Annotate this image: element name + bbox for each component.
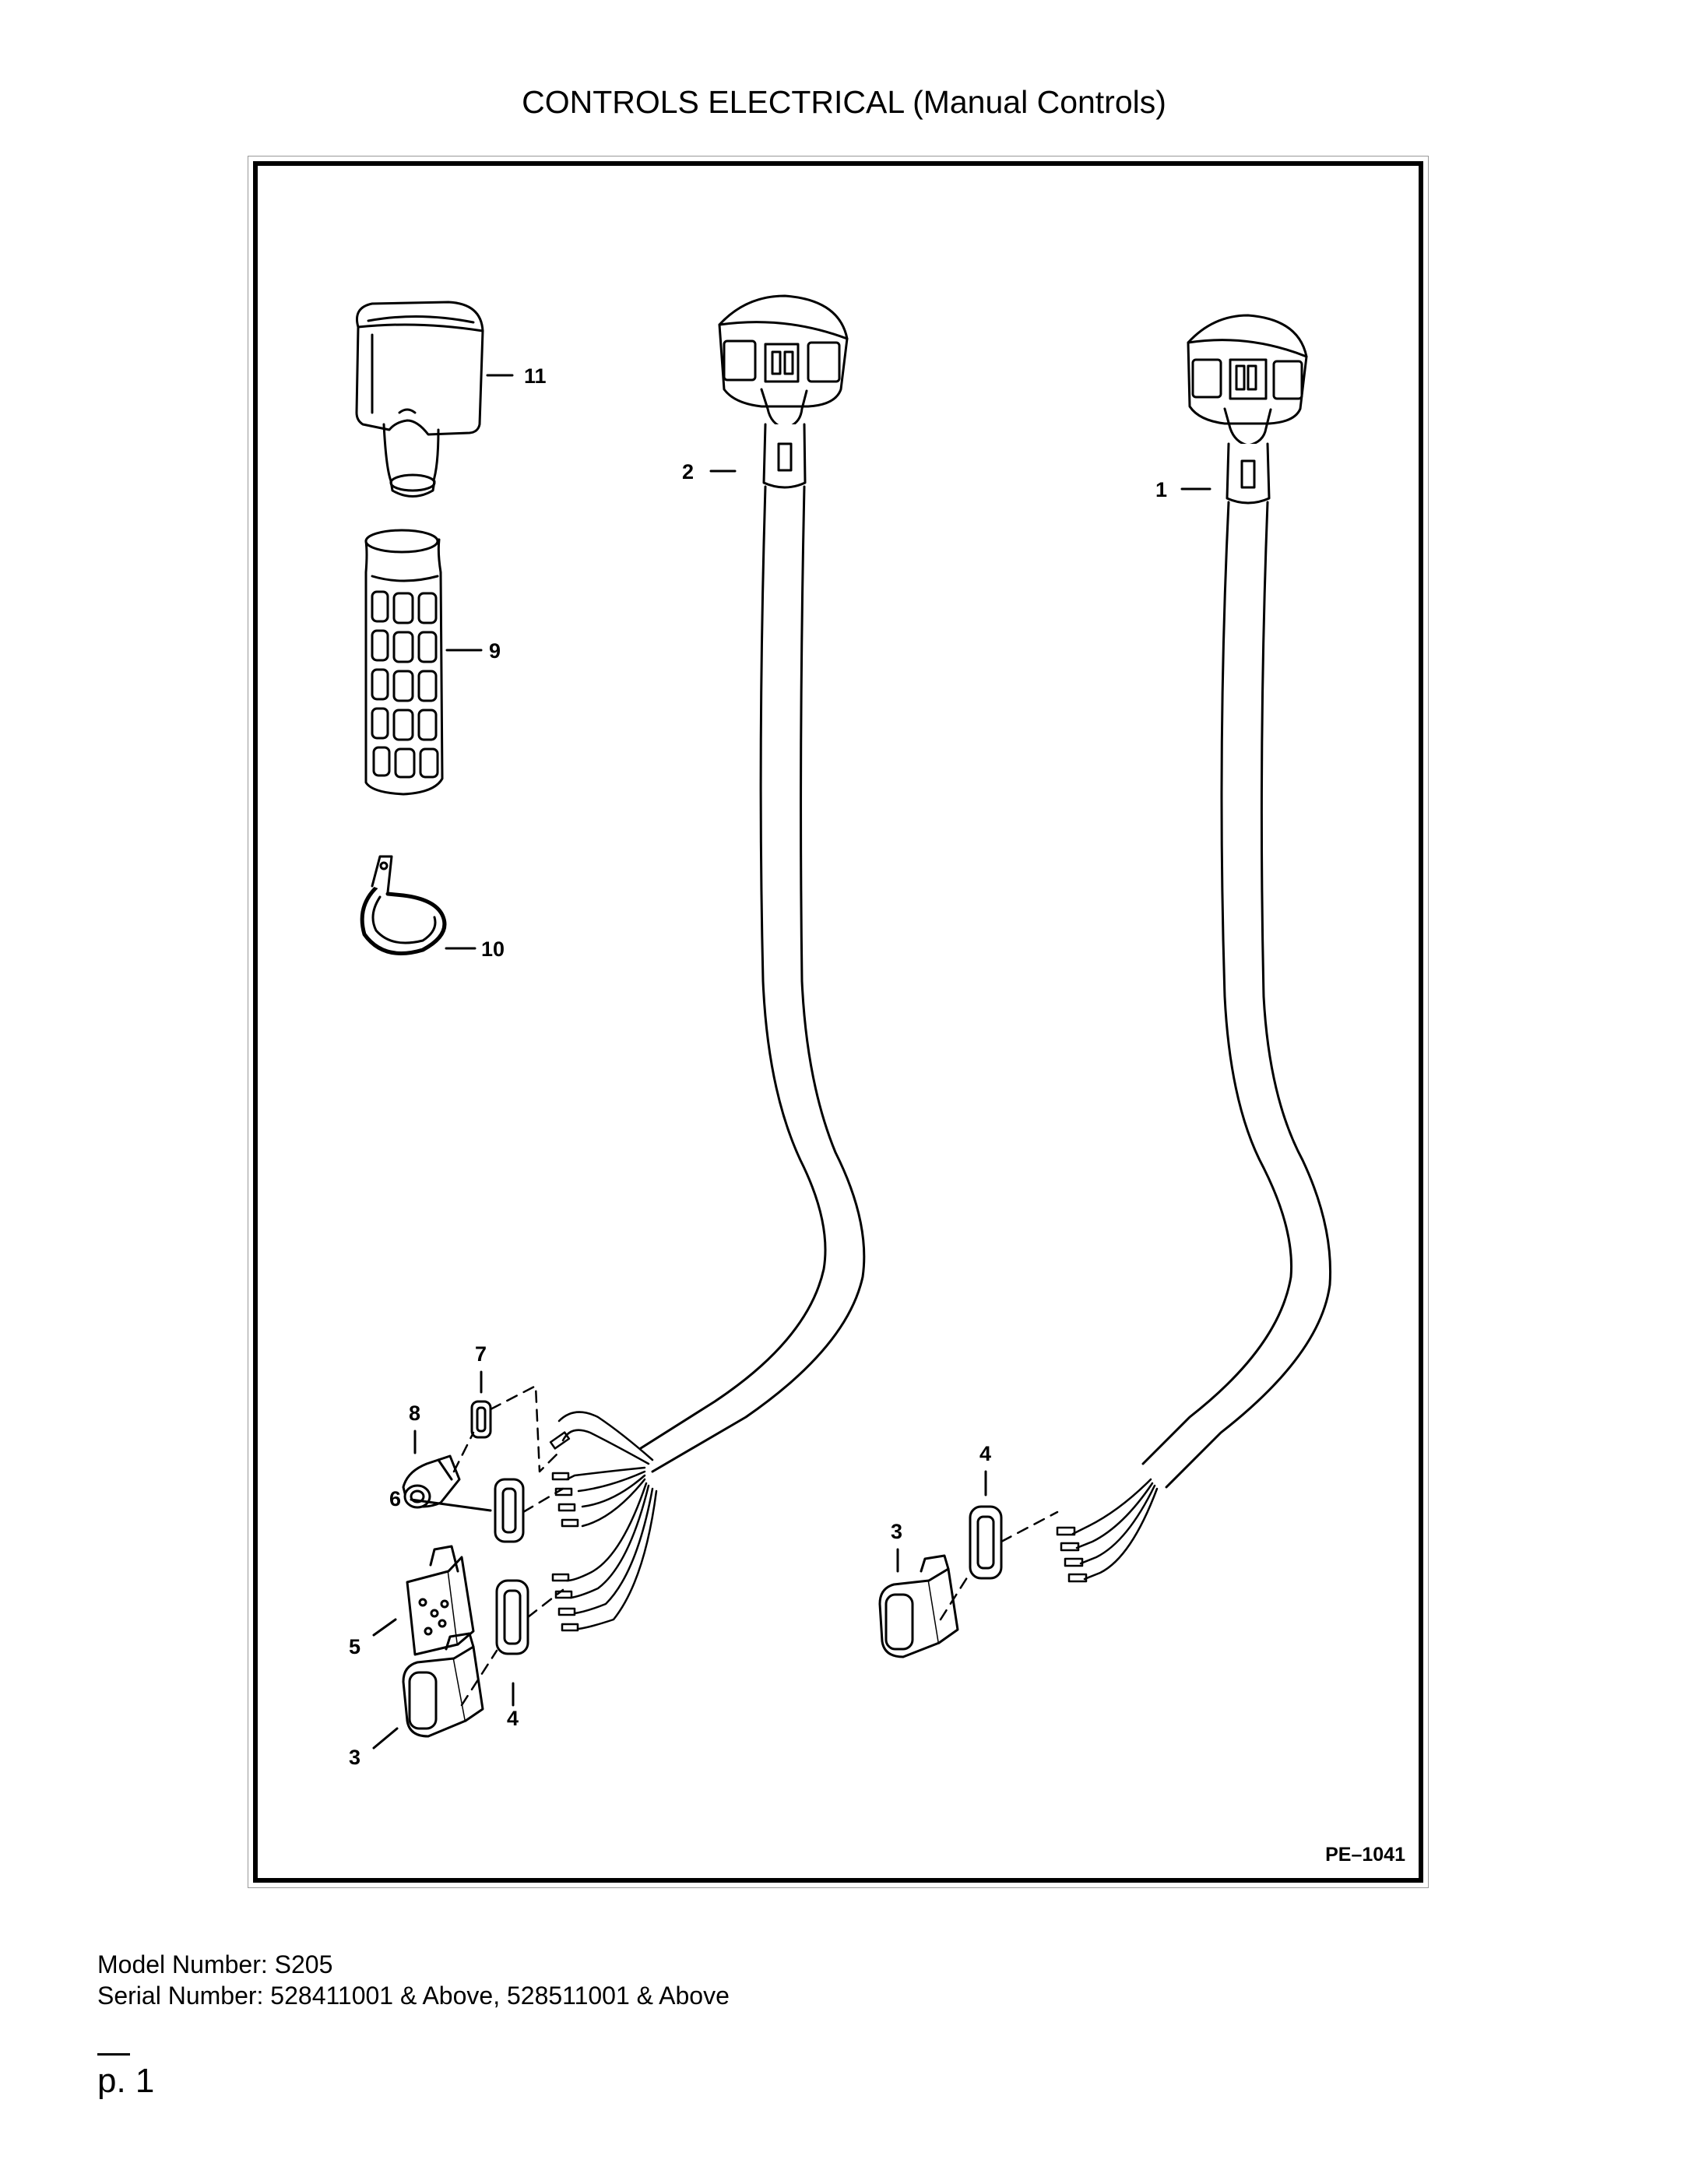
handle-cap-part: [355, 301, 484, 498]
parts-diagram: 11 2 1 9 10 7 8 6 5 4 3 4 3 PE–1041: [349, 294, 1405, 1866]
hand-grip-part: [364, 529, 444, 796]
callout-4-right: 4: [979, 1442, 991, 1465]
seal-part-4-left: [495, 1579, 529, 1655]
leader-lines: [372, 374, 1211, 1750]
left-cable: [639, 485, 866, 1473]
page-number: p. 1: [97, 2062, 155, 2100]
connector-part-5: [406, 1545, 475, 1656]
serial-number: Serial Number: 528411001 & Above, 528511…: [97, 1982, 730, 2010]
right-wire-harness: [1056, 1478, 1159, 1583]
connector-part-3-left: [402, 1632, 484, 1738]
right-switch-head: [1187, 314, 1308, 505]
left-wire-harness: [549, 1411, 658, 1632]
page-number-rule: [97, 2053, 130, 2056]
seal-part-4-right: [969, 1505, 1003, 1580]
figure-border: [253, 161, 1423, 1883]
seal-part-6: [494, 1478, 525, 1543]
callout-6: 6: [389, 1487, 401, 1511]
callout-11: 11: [524, 364, 547, 388]
right-cable: [1141, 501, 1332, 1489]
callout-8: 8: [409, 1401, 420, 1425]
connector-part-8: [402, 1454, 461, 1509]
callout-1: 1: [1155, 478, 1167, 501]
cable-clamp-part: [360, 855, 447, 955]
callout-7: 7: [475, 1342, 487, 1366]
seal-part-7: [470, 1400, 492, 1439]
assembly-lines: [452, 1384, 1059, 1707]
callout-9: 9: [489, 639, 501, 663]
figure-frame: [248, 156, 1429, 1888]
connector-part-3-right: [878, 1554, 959, 1658]
callout-3-left: 3: [349, 1746, 360, 1769]
callout-2: 2: [682, 460, 694, 484]
callout-10: 10: [481, 937, 505, 961]
callout-3-right: 3: [891, 1520, 902, 1543]
left-switch-head: [718, 294, 849, 489]
callout-5: 5: [349, 1635, 360, 1658]
callout-4-left: 4: [507, 1707, 519, 1730]
model-number: Model Number: S205: [97, 1950, 333, 1978]
page-title: CONTROLS ELECTRICAL (Manual Controls): [522, 84, 1166, 120]
figure-code: PE–1041: [1325, 1844, 1405, 1866]
